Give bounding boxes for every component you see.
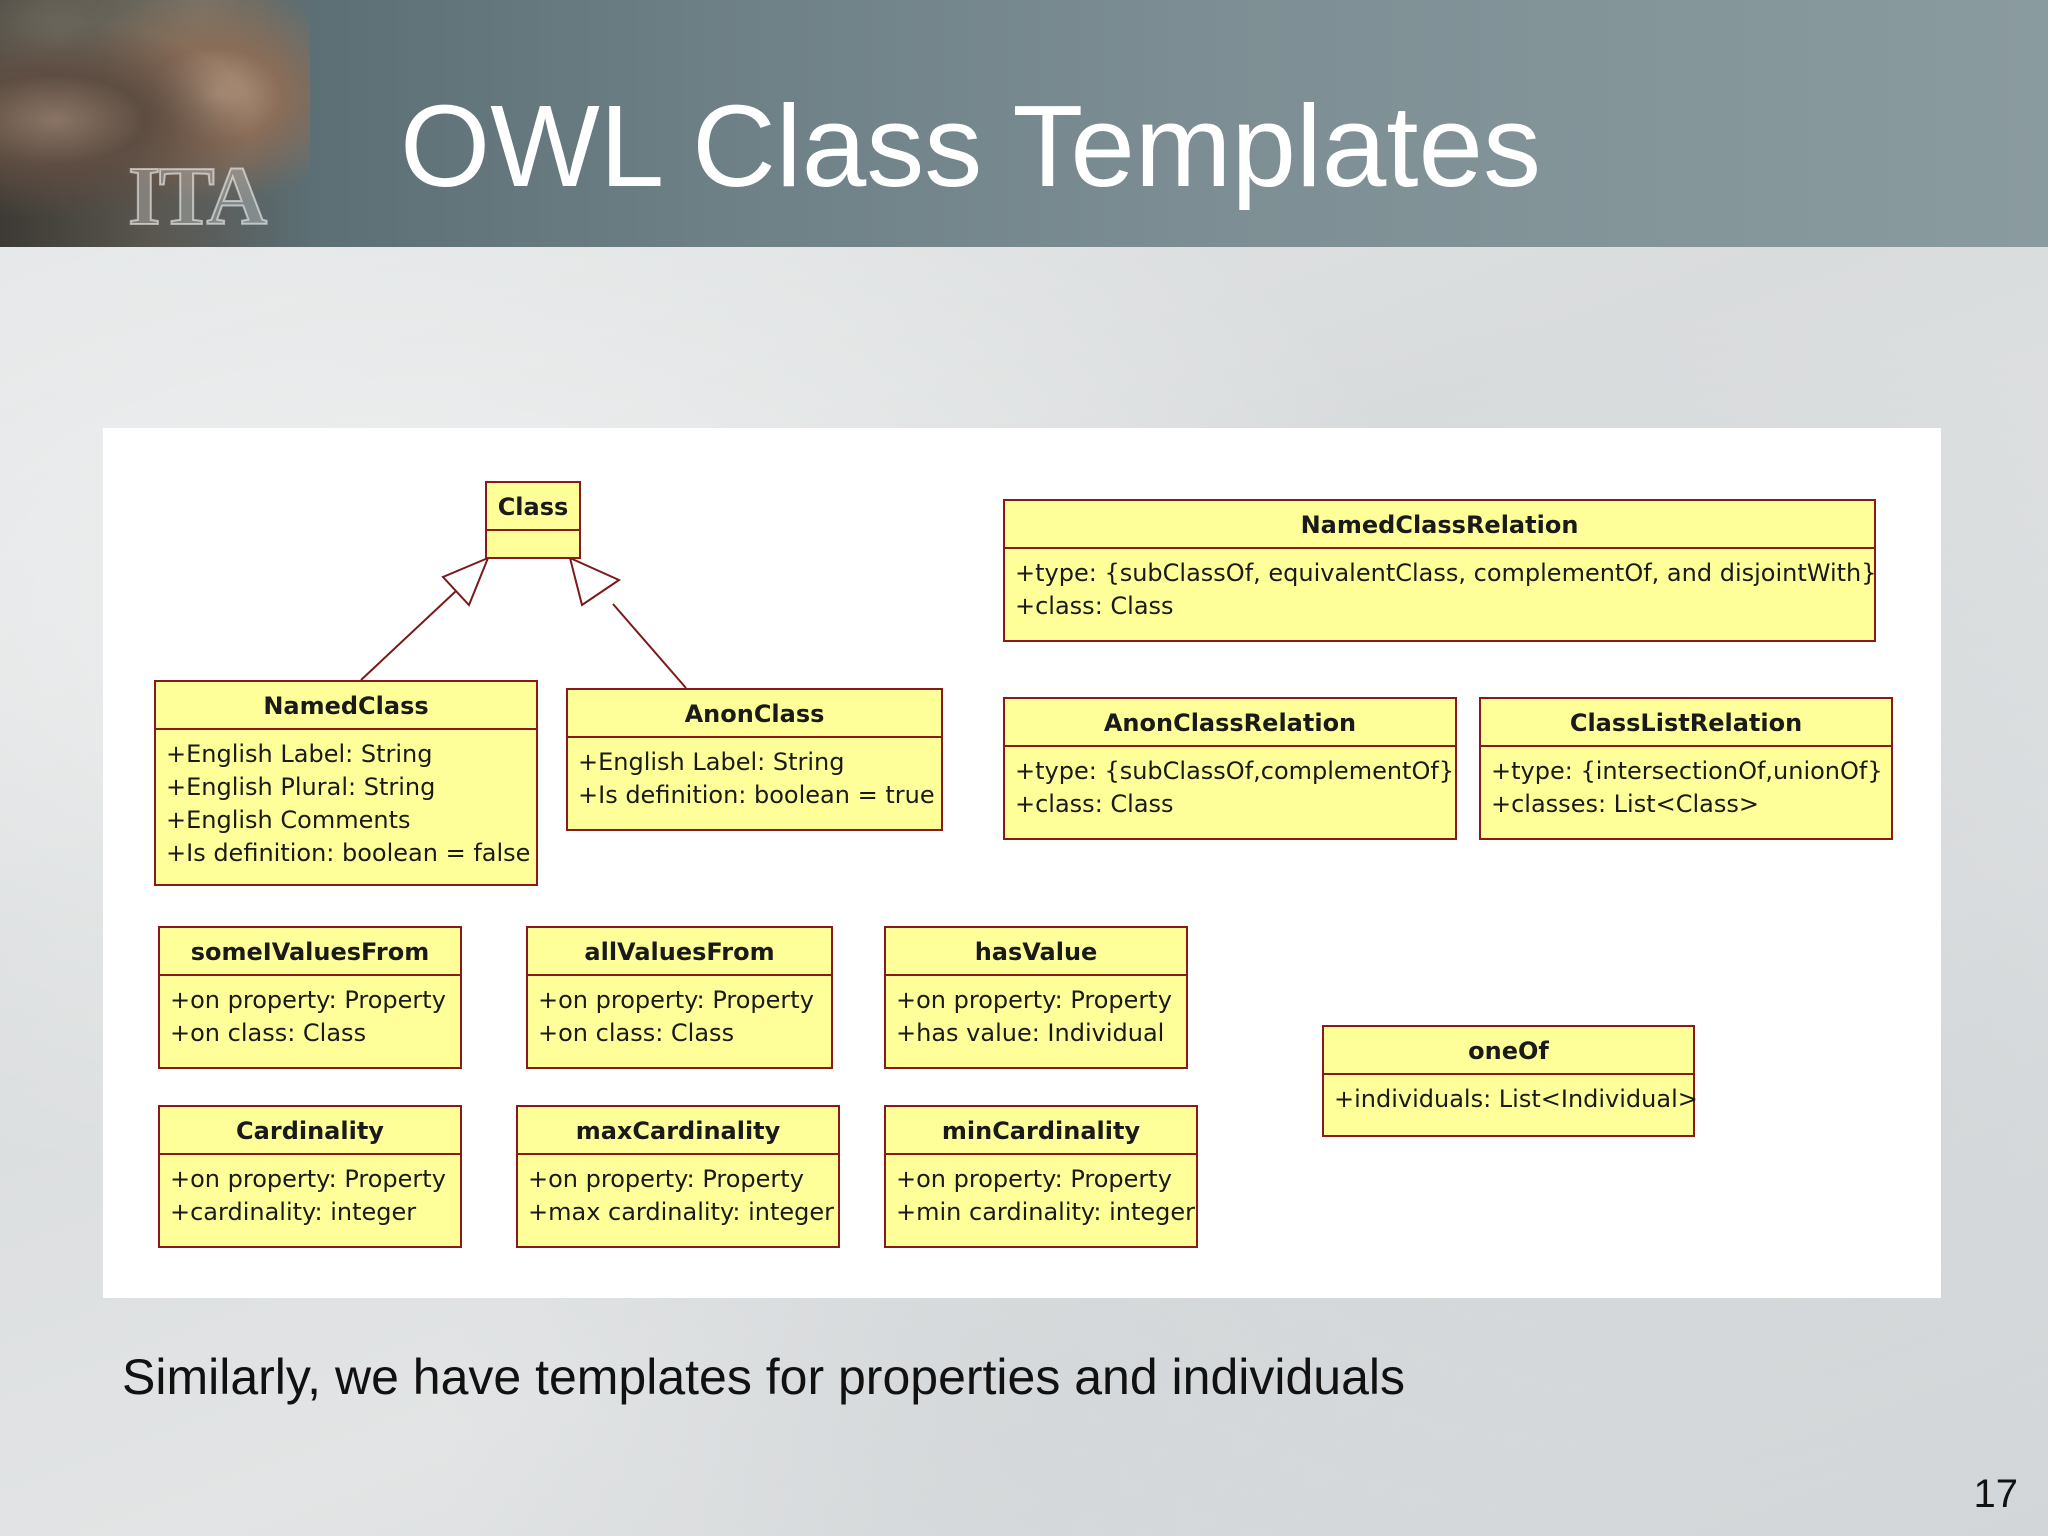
uml-class-some-values-from: someIValuesFrom +on property: Property +… — [158, 926, 462, 1069]
uml-attribute: +cardinality: integer — [170, 1198, 417, 1226]
generalization-arrowhead-icon — [568, 556, 622, 607]
uml-class-name: NamedClass — [156, 682, 536, 730]
uml-attributes: +English Label: String +Is definition: b… — [568, 738, 941, 818]
uml-attributes-empty — [487, 531, 579, 551]
soldiers-photo — [0, 0, 310, 247]
uml-diagram: Class NamedClass +English Label: String … — [103, 428, 1941, 1298]
uml-class-name: hasValue — [886, 928, 1186, 976]
uml-class-cardinality: Cardinality +on property: Property +card… — [158, 1105, 462, 1248]
uml-attribute: +has value: Individual — [896, 1019, 1165, 1047]
uml-class-anon-class-relation: AnonClassRelation +type: {subClassOf,com… — [1003, 697, 1457, 840]
uml-class-name: allValuesFrom — [528, 928, 831, 976]
uml-class-named-class-relation: NamedClassRelation +type: {subClassOf, e… — [1003, 499, 1877, 642]
generalization-arrowhead-icon — [441, 556, 490, 607]
generalization-arrows — [360, 556, 687, 689]
uml-class-class-list-relation: ClassListRelation +type: {intersectionOf… — [1479, 697, 1893, 840]
uml-attribute: +type: {subClassOf,complementOf} — [1015, 757, 1455, 785]
uml-attributes: +on property: Property +cardinality: int… — [160, 1155, 460, 1235]
uml-class-one-of: oneOf +individuals: List<Individual> — [1322, 1025, 1698, 1137]
uml-class-name: maxCardinality — [518, 1107, 838, 1155]
uml-attributes: +on property: Property +has value: Indiv… — [886, 976, 1186, 1056]
uml-attributes: +type: {subClassOf,complementOf} +class:… — [1005, 747, 1455, 827]
uml-attribute: +class: Class — [1015, 790, 1174, 818]
uml-attribute: +English Label: String — [578, 748, 845, 776]
uml-attribute: +English Comments — [166, 806, 411, 834]
uml-attribute: +on property: Property — [538, 986, 814, 1014]
uml-class-name: someIValuesFrom — [160, 928, 460, 976]
uml-class-name: NamedClassRelation — [1005, 501, 1874, 549]
uml-attribute: +on property: Property — [170, 1165, 446, 1193]
uml-class-name: Class — [487, 483, 579, 531]
uml-attribute: +type: {intersectionOf,unionOf} — [1491, 757, 1883, 785]
uml-attribute: +Is definition: boolean = false — [166, 839, 531, 867]
uml-class-name: AnonClassRelation — [1005, 699, 1455, 747]
uml-attribute: +individuals: List<Individual> — [1334, 1085, 1698, 1113]
uml-attribute: +on class: Class — [538, 1019, 735, 1047]
uml-class-min-cardinality: minCardinality +on property: Property +m… — [884, 1105, 1198, 1248]
uml-attribute: +classes: List<Class> — [1491, 790, 1759, 818]
uml-attribute: +on property: Property — [528, 1165, 804, 1193]
uml-attribute: +on class: Class — [170, 1019, 367, 1047]
uml-attribute: +class: Class — [1015, 592, 1174, 620]
uml-class-has-value: hasValue +on property: Property +has val… — [884, 926, 1188, 1069]
uml-class-max-cardinality: maxCardinality +on property: Property +m… — [516, 1105, 840, 1248]
ita-logo: ITA — [127, 149, 268, 244]
slide-title: OWL Class Templates — [400, 81, 1542, 211]
slide-number: 17 — [1973, 1472, 2019, 1516]
uml-class-name: oneOf — [1324, 1027, 1693, 1075]
uml-class-class: Class — [485, 481, 581, 559]
uml-attributes: +individuals: List<Individual> — [1324, 1075, 1698, 1122]
uml-attribute: +on property: Property — [896, 1165, 1172, 1193]
slide-caption: Similarly, we have templates for propert… — [122, 1349, 1406, 1405]
uml-attributes: +on property: Property +max cardinality:… — [518, 1155, 838, 1235]
uml-attributes: +on property: Property +min cardinality:… — [886, 1155, 1196, 1235]
anon-class-generalization-line — [612, 603, 687, 689]
uml-attributes: +type: {intersectionOf,unionOf} +classes… — [1481, 747, 1891, 827]
uml-attribute: +Is definition: boolean = true — [578, 781, 935, 809]
uml-attributes: +type: {subClassOf, equivalentClass, com… — [1005, 549, 1877, 629]
named-class-generalization-line — [360, 590, 457, 681]
uml-attribute: +on property: Property — [896, 986, 1172, 1014]
uml-attribute: +max cardinality: integer — [528, 1198, 835, 1226]
uml-attribute: +min cardinality: integer — [896, 1198, 1196, 1226]
uml-attributes: +on property: Property +on class: Class — [160, 976, 460, 1056]
uml-class-name: ClassListRelation — [1481, 699, 1891, 747]
uml-attribute: +on property: Property — [170, 986, 446, 1014]
uml-class-all-values-from: allValuesFrom +on property: Property +on… — [526, 926, 833, 1069]
uml-class-anon-class: AnonClass +English Label: String +Is def… — [566, 688, 943, 831]
uml-attributes: +on property: Property +on class: Class — [528, 976, 831, 1056]
uml-attribute: +English Plural: String — [166, 773, 436, 801]
uml-class-named-class: NamedClass +English Label: String +Engli… — [154, 680, 538, 886]
uml-attribute: +English Label: String — [166, 740, 433, 768]
uml-attributes: +English Label: String +English Plural: … — [156, 730, 536, 876]
uml-attribute: +type: {subClassOf, equivalentClass, com… — [1015, 559, 1877, 587]
uml-class-name: minCardinality — [886, 1107, 1196, 1155]
uml-class-name: AnonClass — [568, 690, 941, 738]
uml-class-name: Cardinality — [160, 1107, 460, 1155]
slide-header: ITA OWL Class Templates — [0, 0, 2048, 247]
